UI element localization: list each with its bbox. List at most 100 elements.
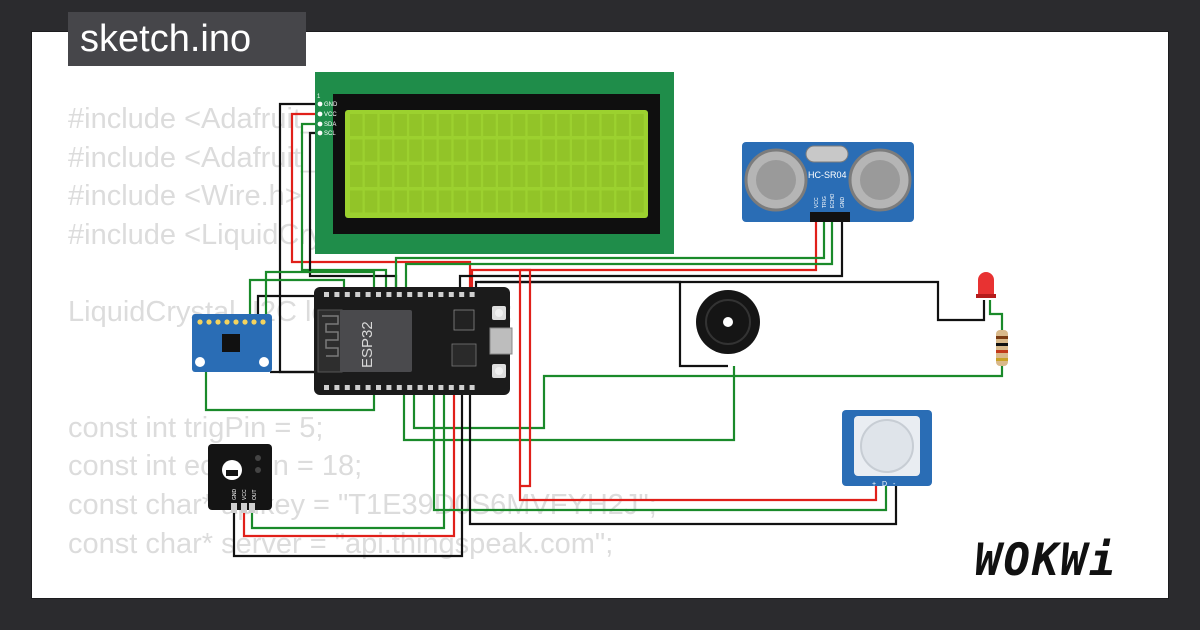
- lcd-char-cell: [601, 190, 615, 213]
- lcd-char-cell: [350, 114, 363, 136]
- esp32-header-pin: [469, 292, 475, 297]
- lcd-pins: GND VCC SDA SCL: [317, 101, 338, 137]
- esp32-header-pin: [324, 385, 329, 390]
- esp32-header-pin: [469, 385, 475, 390]
- esp32-header-pin: [428, 385, 433, 390]
- wire-buzzer-neg: [474, 280, 728, 368]
- lcd-char-cell: [586, 139, 600, 162]
- lcd-char-cell: [409, 114, 422, 136]
- lcd-char-cell: [468, 139, 481, 162]
- esp32-header-pin: [396, 385, 402, 390]
- lcd-char-cell: [527, 190, 541, 213]
- mpu-pin: [233, 319, 239, 325]
- lcd-char-cell: [557, 139, 570, 162]
- lcd-char-cell: [498, 139, 511, 162]
- resistor-band-3: [996, 350, 1008, 353]
- lcd-pin1-label: 1: [317, 94, 321, 100]
- esp32-header-pin: [344, 292, 350, 297]
- lcd-char-cell: [409, 165, 422, 187]
- lcd-char-cell: [527, 165, 541, 187]
- esp32-header-pin: [448, 292, 454, 297]
- buzzer-hole: [723, 317, 733, 327]
- resistor-band-2: [996, 343, 1008, 346]
- lcd-pin-label-vcc: VCC: [324, 112, 337, 118]
- lcd-char-cell: [616, 114, 629, 136]
- wire-dht-vcc: [242, 388, 456, 538]
- mpu-pin: [260, 319, 266, 325]
- dht-pin-vcc: [241, 503, 247, 513]
- esp32-header-pin: [428, 292, 433, 297]
- esp32-board[interactable]: ESP32: [314, 287, 513, 395]
- led-base: [976, 294, 996, 298]
- lcd-char-cell: [350, 165, 363, 187]
- lcd-char-cell: [572, 190, 585, 213]
- esp32-antenna-trace: [322, 315, 339, 357]
- mpu-pin: [197, 319, 203, 325]
- lcd-char-cell: [572, 114, 585, 136]
- lcd-char-cell: [616, 165, 629, 187]
- esp32-module: [340, 310, 412, 372]
- lcd-pin-gnd: [317, 101, 323, 107]
- lcd-char-cell: [601, 165, 615, 187]
- esp32-header-pin: [459, 292, 465, 297]
- esp32-regulator: [451, 343, 477, 367]
- code-line: #include <Wire.h>: [68, 180, 302, 213]
- dht-led-1: [255, 455, 261, 461]
- mpu-hole-left: [195, 357, 205, 367]
- lcd-char-cell: [453, 139, 467, 162]
- esp32-header-pin: [407, 385, 413, 390]
- lcd-pin-vcc: [317, 111, 323, 117]
- lcd-char-cell: [616, 190, 629, 213]
- lcd-char-cell: [350, 190, 363, 213]
- lcd-char-cell: [557, 114, 570, 136]
- ultrasonic-sensor[interactable]: HC-SR04 VCC TRIG ECHO GND: [742, 142, 914, 222]
- file-tab[interactable]: sketch.ino: [68, 12, 306, 66]
- lcd-char-cell: [468, 165, 481, 187]
- lcd-display[interactable]: 1 GND VCC SDA SCL: [315, 72, 674, 254]
- lcd-char-cell: [586, 165, 600, 187]
- dht-pcb: [208, 444, 272, 510]
- pir-sensor[interactable]: + D -: [842, 410, 932, 488]
- lcd-char-cell: [364, 114, 378, 136]
- mpu-pin: [215, 319, 221, 325]
- us-label: HC-SR04: [808, 170, 847, 180]
- lcd-char-cell: [631, 139, 644, 162]
- lcd-pin-label-scl: SCL: [324, 131, 336, 137]
- resistor[interactable]: [996, 330, 1008, 366]
- lcd-char-cell: [498, 190, 511, 213]
- led-red[interactable]: [976, 272, 996, 298]
- wire-mpu-sda: [204, 368, 376, 412]
- esp32-header-pin: [407, 292, 413, 297]
- lcd-char-cell: [364, 190, 378, 213]
- lcd-char-cell: [542, 114, 555, 136]
- lcd-char-cell: [601, 139, 615, 162]
- wire-pir-vcc: [518, 270, 878, 502]
- lcd-char-cell: [453, 114, 467, 136]
- esp32-en-button-cap: [495, 367, 503, 375]
- dht-pin-out: [249, 503, 255, 513]
- lcd-pin-label-gnd: GND: [324, 102, 338, 108]
- esp32-header-pin: [376, 292, 381, 297]
- lcd-char-cell: [438, 190, 452, 213]
- lcd-pin-label-sda: SDA: [324, 122, 336, 128]
- lcd-char-cell: [379, 139, 393, 162]
- lcd-char-cell: [350, 139, 363, 162]
- esp32-header-pin: [376, 385, 381, 390]
- lcd-char-cell: [483, 165, 496, 187]
- wire-pir-gnd: [468, 388, 898, 526]
- lcd-char-cell: [498, 114, 511, 136]
- wire-us-vcc: [470, 222, 818, 300]
- lcd-char-cell: [468, 114, 481, 136]
- dht-sensor[interactable]: GND VCC OUT: [208, 444, 272, 513]
- us-pin-label-gnd: GND: [840, 197, 846, 209]
- wire-led-anode: [988, 300, 1004, 330]
- resistor-band-1: [996, 336, 1008, 339]
- lcd-char-cell: [512, 139, 526, 162]
- mpu6050-sensor[interactable]: [192, 314, 272, 372]
- buzzer[interactable]: [696, 290, 760, 354]
- esp32-header-pin: [334, 292, 340, 297]
- pir-dome: [860, 419, 914, 473]
- lcd-char-cell: [394, 190, 407, 213]
- esp32-chip-small: [453, 309, 475, 331]
- pir-pin-label-gnd: -: [893, 481, 896, 488]
